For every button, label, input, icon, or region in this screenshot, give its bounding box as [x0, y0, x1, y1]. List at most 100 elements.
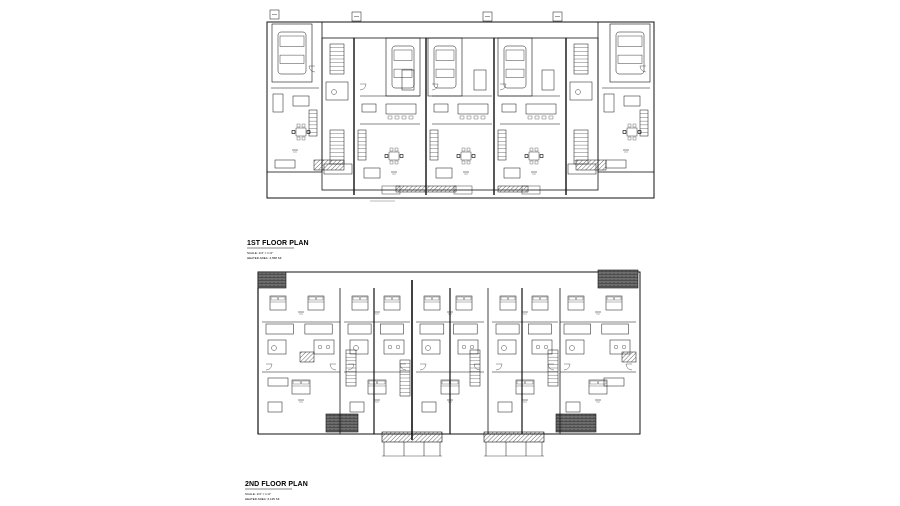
bed: [351, 295, 369, 311]
desk: [565, 401, 581, 413]
bar-stool: [534, 115, 540, 120]
pillow: [508, 296, 516, 301]
car-windshield: [393, 49, 413, 61]
stair-outline: [639, 109, 649, 137]
laundry: [299, 351, 315, 363]
end-unit-sofa: [274, 159, 296, 169]
brick-block: [597, 269, 639, 289]
first-floor-unit: [266, 21, 323, 173]
chair: [394, 147, 399, 152]
room-label: [531, 171, 537, 175]
first-floor-plan-title: 1ST FLOOR PLAN: [247, 240, 309, 247]
desk: [421, 401, 437, 413]
sink: [544, 345, 548, 349]
chair: [524, 154, 529, 158]
dining-table: [622, 123, 642, 141]
table-top: [626, 127, 638, 137]
kitchen-island: [457, 103, 489, 115]
pillow: [384, 296, 392, 301]
stair: [639, 109, 649, 137]
bed-frame: [515, 379, 535, 395]
bed: [531, 295, 549, 311]
first-floor-plan-area: HEATED AREA: 4,658 SF: [247, 256, 282, 260]
end-unit-island: [292, 95, 310, 107]
bed: [567, 295, 585, 311]
bathroom: [267, 339, 287, 355]
room-label: [522, 311, 528, 315]
powder-room: [325, 81, 349, 101]
bathtub: [267, 377, 289, 387]
stair-outline: [329, 129, 345, 165]
garage-car: [277, 31, 307, 75]
kitchen-counter: [433, 103, 449, 113]
bar-stool: [408, 115, 414, 120]
car-windshield: [279, 35, 305, 47]
room-label: [391, 171, 397, 175]
bed-frame: [307, 295, 325, 311]
chair: [637, 130, 642, 134]
garage-outline: [497, 37, 533, 97]
end-unit-counter: [603, 93, 615, 113]
chair: [394, 160, 399, 165]
bar-stool: [387, 115, 393, 120]
second-floor-plan-area: HEATED AREA: 6,125 SF: [245, 497, 280, 501]
sink: [536, 345, 540, 349]
chair: [384, 154, 389, 158]
bar-stool: [480, 115, 486, 120]
pillow: [352, 296, 360, 301]
closet: [265, 323, 294, 335]
entry-marker-box: [269, 9, 280, 20]
closet: [495, 323, 520, 335]
pillow: [516, 380, 525, 385]
door-swing: [329, 363, 337, 371]
chair: [466, 160, 471, 165]
stair: [547, 349, 559, 387]
chair: [637, 130, 642, 134]
chair: [622, 130, 627, 134]
stair: [308, 109, 318, 137]
mudroom-closet: [541, 69, 555, 91]
table-top: [388, 151, 400, 161]
bed-frame: [531, 295, 549, 311]
stair: [345, 349, 357, 387]
chair: [637, 130, 642, 134]
bathroom-vanity: [609, 339, 631, 355]
chair: [622, 130, 627, 134]
toilet: [569, 345, 575, 351]
chair: [389, 160, 394, 165]
bar-stool: [401, 115, 407, 120]
front-planter: [575, 159, 607, 171]
chair: [471, 154, 476, 158]
bed-frame: [455, 295, 473, 311]
chair: [301, 123, 306, 128]
bed-frame: [383, 295, 401, 311]
mudroom-closet: [401, 69, 415, 91]
bed: [588, 379, 608, 395]
pillow: [308, 296, 316, 301]
bed: [605, 295, 623, 311]
table-top: [295, 127, 307, 137]
kitchen-island: [385, 103, 417, 115]
door-swing: [431, 83, 439, 91]
pillow: [441, 380, 450, 385]
living-sofa: [503, 167, 521, 179]
closet: [563, 323, 591, 335]
door-swing: [625, 363, 633, 371]
room-label: [522, 399, 528, 403]
stair: [399, 359, 411, 397]
chair: [539, 154, 544, 158]
stair-outline: [308, 109, 318, 137]
sink: [622, 345, 626, 349]
chair: [529, 147, 534, 152]
closet: [419, 323, 445, 335]
bed-frame: [423, 295, 441, 311]
balcony-railing: [483, 431, 545, 443]
sink: [614, 345, 618, 349]
room-label: [595, 399, 601, 403]
pillow: [525, 380, 534, 385]
closet: [347, 323, 372, 335]
pillow: [532, 296, 540, 301]
chair: [399, 154, 404, 158]
chair: [471, 154, 476, 158]
